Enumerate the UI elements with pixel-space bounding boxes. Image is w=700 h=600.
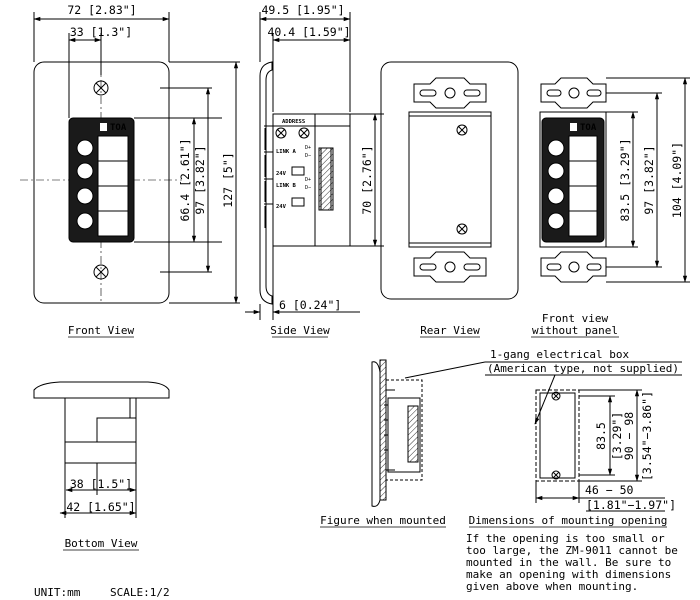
front-view-no-panel <box>539 77 690 283</box>
terminal-d-minus-a: D− <box>305 153 311 159</box>
v24-a-label: 24V <box>276 171 287 177</box>
bottom-view-text: 38 [1.5"] 42 [1.65"] Bottom View <box>63 477 139 551</box>
bottom-plate-profile <box>33 381 170 399</box>
box-label-2: (American type, not supplied) <box>487 362 679 375</box>
rear-body <box>408 111 492 248</box>
button-3 <box>76 187 94 205</box>
button-1 <box>76 139 94 157</box>
front-view-text: TOA 72 [2.83"] 33 [1.3"] 66.4 [2.61"] 97… <box>67 3 235 338</box>
np-top-bracket <box>540 77 607 109</box>
dim-40-label: 40.4 [1.59"] <box>267 25 350 39</box>
note-line-3: mounted in the wall. Be sure to <box>466 556 671 569</box>
scale-label: SCALE:1/2 <box>110 586 170 599</box>
np-button-4 <box>547 212 565 230</box>
mounted-caption: Figure when mounted <box>320 514 446 527</box>
top-screw <box>93 80 109 96</box>
dim-127-label: 127 [5"] <box>221 152 235 207</box>
np-button-2 <box>547 162 565 180</box>
v24-b-label: 24V <box>276 204 287 210</box>
dim-42-label: 42 [1.65"] <box>66 500 135 514</box>
footer: UNIT:mm SCALE:1/2 <box>34 586 170 599</box>
rear-view <box>380 61 519 300</box>
front-view <box>20 12 240 304</box>
note: If the opening is too small or too large… <box>466 532 678 593</box>
np-dim-104-label: 104 [4.09"] <box>670 142 684 218</box>
side-plate <box>259 61 273 305</box>
side-view-text: 49.5 [1.95"] 40.4 [1.59"] 70 [2.76"] 6 [… <box>261 3 374 338</box>
box-label-1: 1-gang electrical box <box>490 348 629 361</box>
dim-49-label: 49.5 [1.95"] <box>261 3 344 17</box>
front-view-no-panel-text: TOA 83.5 [3.29"] 97 [3.82"] 104 [4.09"] … <box>531 123 684 338</box>
np-body <box>539 111 607 248</box>
mounting-opening <box>485 361 682 512</box>
dim-opening-83-inch: [3.29"] <box>610 412 624 460</box>
dim-38-label: 38 [1.5"] <box>70 477 132 491</box>
terminal-d-plus-a: D+ <box>305 145 311 151</box>
address-label: ADDRESS <box>282 119 305 125</box>
link-b-label: LINK B <box>276 183 297 189</box>
bottom-screw <box>93 264 109 280</box>
dim-opening-83-label: 83.5 <box>594 422 608 450</box>
side-view-caption: Side View <box>270 324 330 337</box>
np-button-1 <box>547 139 565 157</box>
note-line-1: If the opening is too small or <box>466 532 665 545</box>
np-dim-83-label: 83.5 [3.29"] <box>618 138 632 221</box>
np-caption-line2: without panel <box>532 324 618 337</box>
mounting-opening-text: 1-gang electrical box (American type, no… <box>469 348 679 528</box>
terminal-d-plus-b: D+ <box>305 177 311 183</box>
rear-view-text: Rear View <box>420 324 480 338</box>
front-view-caption: Front View <box>68 324 135 337</box>
rear-top-bracket <box>413 77 487 109</box>
np-button-3 <box>547 187 565 205</box>
toa-logo-mark <box>100 123 107 131</box>
button-2 <box>76 162 94 180</box>
mounting-opening-caption: Dimensions of mounting opening <box>469 514 668 527</box>
np-caption-line1: Front view <box>542 312 609 325</box>
dim-66-label: 66.4 [2.61"] <box>178 138 192 221</box>
front-plate <box>33 61 170 304</box>
dim-opening-90-inch: [3.54"−3.86"] <box>640 391 654 481</box>
np-bottom-bracket <box>540 251 607 283</box>
dim-6-label: 6 [0.24"] <box>279 298 341 312</box>
rear-view-caption: Rear View <box>420 324 480 337</box>
bottom-view <box>33 381 170 518</box>
link-a-label: LINK A <box>276 149 297 155</box>
mounted-text: Figure when mounted <box>320 514 446 528</box>
terminal-d-minus-b: D− <box>305 185 311 191</box>
dim-33-label: 33 [1.3"] <box>70 25 132 39</box>
side-view <box>245 12 384 320</box>
dim-72-label: 72 [2.83"] <box>67 3 136 17</box>
dim-70-label: 70 [2.76"] <box>360 145 374 214</box>
np-logo: TOA <box>580 123 597 133</box>
np-dim-97-label: 97 [3.82"] <box>642 145 656 214</box>
bottom-body <box>64 398 137 464</box>
button-4 <box>76 212 94 230</box>
note-line-5: given above when mounting. <box>466 580 638 593</box>
dim-opening-46-label: 46 − 50 <box>585 483 634 497</box>
rear-plate <box>380 61 519 300</box>
side-body <box>272 113 351 247</box>
front-logo: TOA <box>110 123 127 133</box>
bottom-view-caption: Bottom View <box>65 537 138 550</box>
rear-bottom-bracket <box>413 251 487 283</box>
wall-section <box>379 359 387 501</box>
note-line-2: too large, the ZM-9011 cannot be <box>466 544 678 557</box>
dim-97-label: 97 [3.82"] <box>193 145 207 214</box>
unit-label: UNIT:mm <box>34 586 81 599</box>
mounted-figure <box>371 359 486 507</box>
note-line-4: make an opening with dimensions <box>466 568 671 581</box>
dim-opening-90-label: 90 − 98 <box>622 412 636 461</box>
opening-box <box>535 389 580 482</box>
dim-opening-46-inch: [1.81"−1.97"] <box>586 498 676 512</box>
